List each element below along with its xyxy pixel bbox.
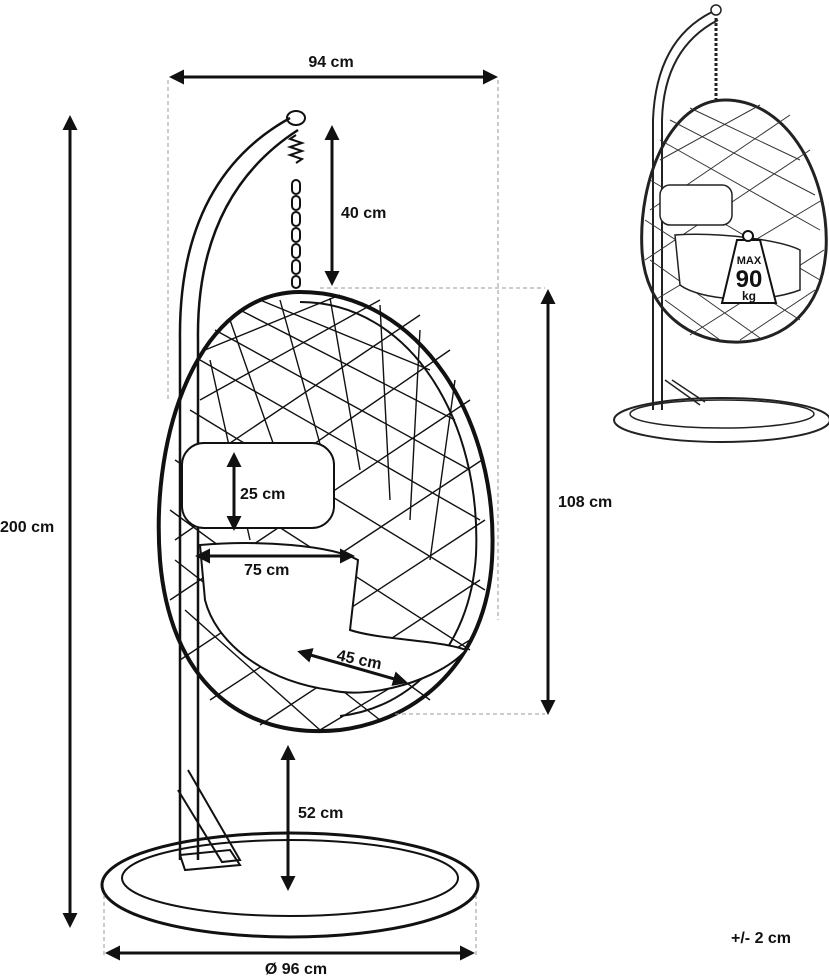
base-ring bbox=[100, 831, 480, 939]
max-label: MAX bbox=[737, 255, 762, 267]
small-egg-basket bbox=[640, 98, 828, 344]
spring bbox=[286, 134, 306, 164]
chain bbox=[291, 179, 301, 289]
seat-height-label: 52 cm bbox=[298, 805, 343, 822]
max-weight-unit: kg bbox=[742, 289, 756, 303]
dimension-arrows bbox=[62, 69, 556, 961]
basket-height-label: 108 cm bbox=[558, 494, 612, 511]
width-label: 94 cm bbox=[308, 54, 353, 71]
max-weight-icon: MAX 90 kg bbox=[720, 230, 778, 304]
base-ring-inner bbox=[121, 839, 459, 917]
dimension-labels: 94 cm 40 cm 200 cm 108 cm 25 cm 75 cm 45… bbox=[0, 54, 791, 978]
small-chair-drawing: MAX 90 kg bbox=[613, 4, 829, 443]
pillow-height-label: 25 cm bbox=[240, 486, 285, 503]
guide-lines bbox=[103, 80, 545, 955]
seat-width-label: 75 cm bbox=[244, 562, 289, 579]
chain-length-label: 40 cm bbox=[341, 205, 386, 222]
total-height-label: 200 cm bbox=[0, 519, 54, 536]
pillow bbox=[181, 442, 335, 529]
egg-basket bbox=[156, 289, 495, 734]
base-bracket bbox=[178, 848, 242, 872]
diagonal-strut bbox=[177, 769, 242, 864]
tolerance-label: +/- 2 cm bbox=[731, 930, 791, 947]
seat-cushion bbox=[198, 542, 468, 694]
base-diameter-label: Ø 96 cm bbox=[265, 961, 327, 978]
stand-pole bbox=[178, 116, 299, 860]
seat-depth-arrow bbox=[297, 648, 408, 686]
max-weight-value: 90 bbox=[736, 266, 763, 293]
pole-cap bbox=[286, 110, 306, 126]
